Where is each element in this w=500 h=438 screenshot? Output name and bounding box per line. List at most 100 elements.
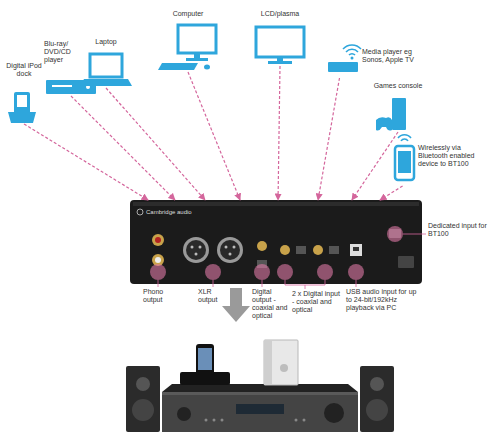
source-device: Digital iPod dock (6, 62, 42, 124)
dac-rear-panel: Cambridge audio (130, 200, 422, 284)
usb-port (350, 244, 362, 256)
wireless-symbol (398, 135, 411, 141)
signal-arrow (380, 186, 403, 200)
monitor-icon (178, 25, 216, 53)
wifi-dot (351, 57, 354, 60)
leader-line (356, 280, 357, 287)
source-device: Computer (156, 10, 220, 72)
coaxial-jack (257, 241, 267, 251)
signal-arrow (352, 132, 398, 200)
volume-knob (324, 403, 344, 423)
dock-base (8, 112, 36, 123)
node-label: Games console (372, 82, 424, 90)
callout-circle (317, 264, 333, 280)
wifi-symbol (343, 45, 361, 55)
callout-circle (348, 264, 364, 280)
flow-arrow (222, 288, 250, 322)
node-label: Digital iPod dock (6, 62, 42, 78)
callout-label: USB audio input for up to 24-bit/192kHz … (346, 288, 420, 312)
phono-jack-white (155, 257, 161, 263)
callout-circle (254, 264, 270, 280)
console-icon (392, 98, 406, 130)
amplifier-button (213, 419, 216, 422)
source-device: Blu-ray/ DVD/CD player (44, 40, 98, 96)
xlr-connector (183, 237, 209, 263)
node-label: Computer (156, 10, 220, 18)
amplifier (162, 392, 358, 432)
speaker-tweeter (136, 377, 150, 391)
leader-line (158, 280, 159, 287)
controller-icon (376, 117, 392, 130)
speaker-tweeter (370, 377, 384, 391)
leader-line (403, 234, 426, 235)
phono-jack (152, 234, 164, 246)
optical-port (329, 246, 339, 254)
callout-circle (387, 226, 403, 242)
signal-arrow (24, 124, 148, 200)
xlr-socket (220, 240, 240, 260)
dac-unit (264, 340, 298, 385)
speaker (360, 366, 394, 432)
signal-arrow (318, 78, 339, 200)
xlr-pin (191, 246, 194, 249)
node-label: Wirelessly via Bluetooth enabled device … (418, 144, 492, 168)
phone-screen (398, 151, 411, 173)
amplifier-top (162, 384, 358, 392)
callout-circle (205, 264, 221, 280)
laptop-screen (90, 54, 122, 77)
callout-label: Phono output (143, 288, 173, 304)
amplifier-button (295, 419, 298, 422)
phono-jack-red (155, 237, 161, 243)
node-label: Blu-ray/ DVD/CD player (44, 40, 84, 64)
keyboard-icon (158, 63, 198, 70)
callout-label: Digital output - coaxial and optical (252, 288, 292, 320)
media-player-icon (328, 62, 358, 72)
callout-circle (150, 264, 166, 280)
dac-knob (280, 364, 288, 372)
amplifier-trim (162, 392, 358, 395)
tv-foot (268, 61, 292, 64)
dac-side (264, 340, 272, 385)
callout-label: Dedicated input for BT100 (428, 222, 490, 238)
callout-label: XLR output (198, 288, 222, 304)
node-label: Cambridge audio (146, 208, 226, 216)
source-device: Media player eg Sonos, Apple TV (326, 46, 416, 78)
phone-photo (196, 344, 214, 375)
phone-icon (395, 146, 414, 180)
xlr-socket (186, 240, 206, 260)
signal-arrow (188, 72, 240, 200)
amplifier-button (221, 419, 224, 422)
speaker-woofer (366, 399, 388, 421)
amplifier-display (236, 404, 284, 414)
phone-photo-screen (198, 348, 212, 370)
leader-line (213, 280, 214, 287)
xlr-pin (229, 253, 232, 256)
source-device: Wirelessly via Bluetooth enabled device … (390, 132, 495, 186)
callout-circle (277, 264, 293, 280)
bracket (285, 280, 325, 289)
panel-edge (133, 202, 419, 206)
brand-logo (137, 209, 143, 215)
disc-slot (52, 85, 72, 87)
ipod-icon (14, 92, 30, 114)
monitor-foot (186, 58, 208, 61)
source-device: LCD/plasma (252, 10, 308, 66)
source-device: Games console (372, 82, 424, 132)
signal-arrow (106, 88, 205, 200)
usb-socket (353, 247, 359, 251)
xlr-pin (233, 246, 236, 249)
amplifier-knob (177, 407, 191, 421)
xlr-pin (199, 246, 202, 249)
leader-line (262, 280, 263, 287)
signal-arrow (71, 96, 175, 200)
laptop-base (80, 79, 132, 86)
optical-port (296, 246, 306, 254)
speaker-woofer (132, 399, 154, 421)
signal-arrow (278, 66, 280, 200)
power-socket (398, 256, 414, 268)
source-device: Laptop (80, 38, 132, 88)
rear-panel (130, 200, 422, 284)
